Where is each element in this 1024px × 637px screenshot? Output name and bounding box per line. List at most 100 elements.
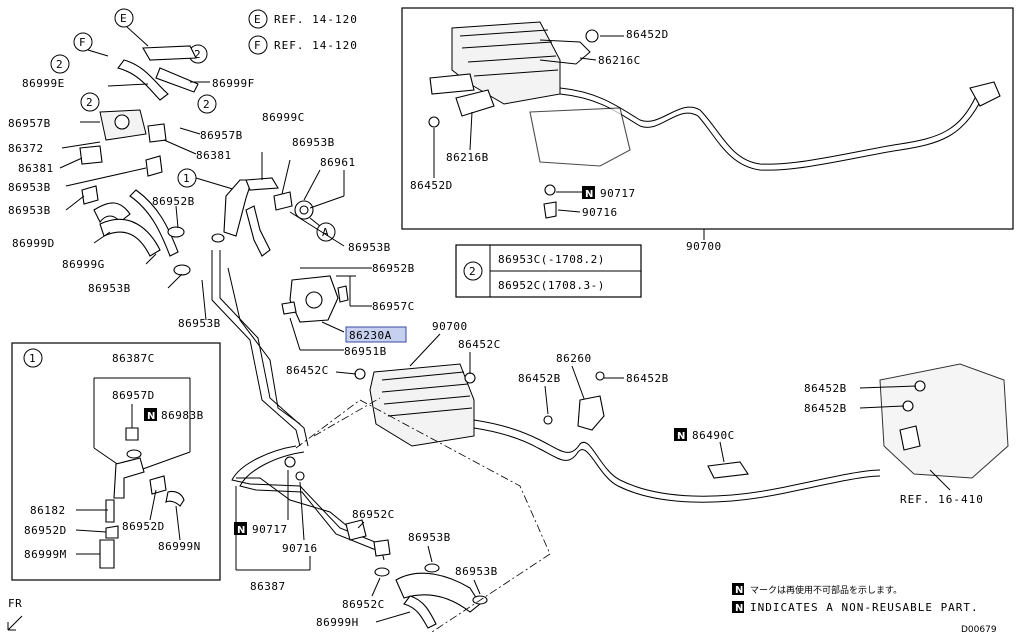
label-86999F[interactable]: 86999F — [212, 77, 255, 90]
label-86387[interactable]: 86387 — [250, 580, 286, 593]
upper-left-hoses: E F 2 2 2 2 — [50, 8, 217, 289]
label-86999C[interactable]: 86999C — [262, 111, 305, 124]
label-86230A: 86230A — [349, 329, 392, 342]
svg-text:2: 2 — [56, 58, 63, 71]
label-86953B-h[interactable]: 86953B — [455, 565, 498, 578]
circle-e-small — [114, 8, 134, 28]
ref-e[interactable]: E REF. 14-120 — [248, 9, 358, 29]
label-86452B-c[interactable]: 86452B — [804, 382, 847, 395]
label-86372[interactable]: 86372 — [8, 142, 44, 155]
legend: N マークは再使用不可部品を示します。 N INDICATES A NON-RE… — [732, 583, 979, 614]
svg-text:F: F — [79, 36, 86, 49]
label-86952C-a[interactable]: 86952C — [352, 508, 395, 521]
label-90700-b[interactable]: 90700 — [432, 320, 468, 333]
inverter-upper-box — [401, 7, 1014, 230]
valve-86230A — [281, 267, 372, 351]
highlighted-part-86230A[interactable]: 86230A — [345, 326, 407, 343]
svg-text:N: N — [735, 585, 743, 596]
lower-pipes — [231, 445, 488, 629]
label-90716-a[interactable]: 90716 — [582, 206, 618, 219]
ref-f-letter: F — [254, 39, 261, 52]
label-86260[interactable]: 86260 — [556, 352, 592, 365]
svg-text:N: N — [677, 431, 685, 442]
inset-label-86983B[interactable]: 86983B — [161, 409, 204, 422]
n-mark-90717-b: N — [234, 522, 247, 536]
label-86957B-a[interactable]: 86957B — [8, 117, 51, 130]
label-86490C[interactable]: 86490C — [692, 429, 735, 442]
svg-text:N: N — [147, 411, 155, 422]
svg-text:N: N — [585, 189, 593, 200]
variant-table: 2 86953C(-1708.2) 86952C(1708.3-) — [455, 244, 642, 298]
inset-number: 1 — [29, 352, 36, 365]
n-mark-90717-a: N — [582, 186, 595, 200]
svg-text:N: N — [237, 525, 245, 536]
label-86952B-a[interactable]: 86952B — [152, 195, 195, 208]
label-86452C-a[interactable]: 86452C — [458, 338, 501, 351]
label-86452B-b[interactable]: 86452B — [626, 372, 669, 385]
svg-text:2: 2 — [194, 48, 201, 61]
fr-label: FR — [8, 597, 22, 610]
label-86999H[interactable]: 86999H — [316, 616, 359, 629]
n-mark-86490C: N — [674, 428, 687, 442]
svg-text:E: E — [120, 12, 127, 25]
svg-text:1: 1 — [183, 172, 190, 185]
svg-text:A: A — [322, 226, 329, 239]
label-86961[interactable]: 86961 — [320, 156, 356, 169]
center-upper-pipes: 1 A — [177, 152, 345, 257]
legend-en: INDICATES A NON-REUSABLE PART. — [750, 601, 979, 614]
label-86452B-d[interactable]: 86452B — [804, 402, 847, 415]
n-mark-86983B: N — [144, 408, 157, 422]
label-86953B-e[interactable]: 86953B — [88, 282, 131, 295]
label-86953B-a[interactable]: 86953B — [8, 181, 51, 194]
label-86381-b[interactable]: 86381 — [18, 162, 54, 175]
label-86953B-c[interactable]: 86953B — [292, 136, 335, 149]
inset-label-86999M[interactable]: 86999M — [24, 548, 67, 561]
inset-label-86182[interactable]: 86182 — [30, 504, 66, 517]
svg-text:2: 2 — [86, 96, 93, 109]
inset-detail: 1 86387C 86957D N 86983B 86182 86952D 86… — [11, 342, 221, 581]
label-86452D-b[interactable]: 86452D — [410, 179, 453, 192]
svg-text:N: N — [735, 603, 743, 614]
variant-table-number: 2 — [469, 265, 476, 278]
label-86452C-b[interactable]: 86452C — [286, 364, 329, 377]
inset-label-86957D[interactable]: 86957D — [112, 389, 155, 402]
inset-label-86952D-a[interactable]: 86952D — [24, 524, 67, 537]
inset-label-86387C[interactable]: 86387C — [112, 352, 155, 365]
label-90700-a[interactable]: 90700 — [686, 240, 722, 253]
legend-jp: マークは再使用不可部品を示します。 — [750, 584, 902, 596]
svg-text:2: 2 — [203, 98, 210, 111]
label-86452B-a[interactable]: 86452B — [518, 372, 561, 385]
label-86381-a[interactable]: 86381 — [196, 149, 232, 162]
label-86951B[interactable]: 86951B — [344, 345, 387, 358]
label-90716-b[interactable]: 90716 — [282, 542, 318, 555]
inset-label-86999N[interactable]: 86999N — [158, 540, 201, 553]
front-direction-indicator: FR — [7, 597, 23, 631]
label-86216B[interactable]: 86216B — [446, 151, 489, 164]
label-86957C[interactable]: 86957C — [372, 300, 415, 313]
label-86957B-b[interactable]: 86957B — [200, 129, 243, 142]
diagram-id: D00679 — [961, 625, 997, 635]
inset-label-86952D-b[interactable]: 86952D — [122, 520, 165, 533]
transaxle — [879, 363, 1009, 479]
label-86953B-g[interactable]: 86953B — [408, 531, 451, 544]
ref-f[interactable]: F REF. 14-120 — [248, 35, 358, 55]
ref-f-text: REF. 14-120 — [274, 39, 358, 52]
upper-assembly-frame — [401, 7, 1014, 230]
label-86999D[interactable]: 86999D — [12, 237, 55, 250]
label-86953B-d[interactable]: 86953B — [348, 241, 391, 254]
label-86953B-b[interactable]: 86953B — [8, 204, 51, 217]
label-90717-b[interactable]: 90717 — [252, 523, 288, 536]
label-86999E[interactable]: 86999E — [22, 77, 65, 90]
label-ref-16-410[interactable]: REF. 16-410 — [900, 493, 984, 506]
inverter-lower — [354, 363, 881, 503]
label-90717-a[interactable]: 90717 — [600, 187, 636, 200]
label-86452D-a[interactable]: 86452D — [626, 28, 669, 41]
variant-row-2: 86952C(1708.3-) — [498, 279, 605, 292]
label-86216C[interactable]: 86216C — [598, 54, 641, 67]
label-86952B-b[interactable]: 86952B — [372, 262, 415, 275]
ref-e-text: REF. 14-120 — [274, 13, 358, 26]
label-86953B-f[interactable]: 86953B — [178, 317, 221, 330]
label-86999G[interactable]: 86999G — [62, 258, 105, 271]
label-86952C-b[interactable]: 86952C — [342, 598, 385, 611]
